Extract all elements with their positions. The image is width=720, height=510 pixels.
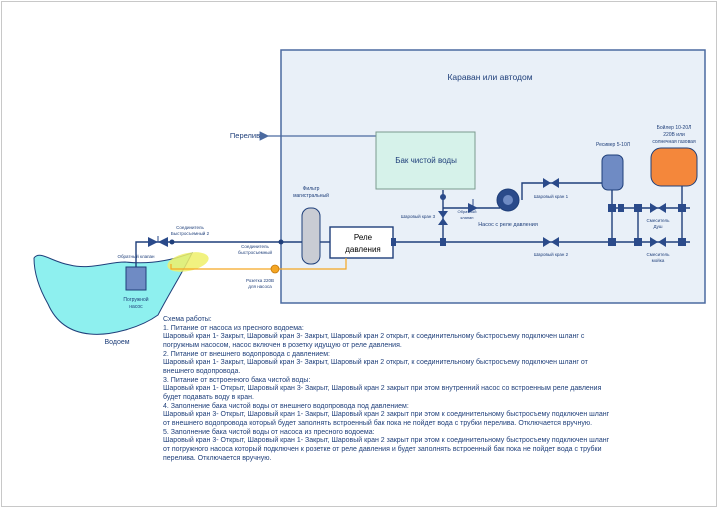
note-line: внешнего водопровода. [163,367,241,375]
note-line: Шаровый кран 1- Закрыт, Шаровый кран 3- … [163,359,588,367]
quick-connect-mid [278,239,284,245]
note-line: Шаровый кран 3- Открыт, Шаровый кран 1- … [163,437,610,445]
note-line: Шаровый кран 1- Открыт, Шаровый кран 3- … [163,385,602,393]
valve3-icon [438,194,448,225]
relay-label-2: давления [345,245,381,254]
quick-connect-top-label-2: Быстросъемный 2 [171,230,210,236]
note-line: Шаровый кран 1- Закрыт, Шаровый кран 3- … [163,333,585,341]
note-line: 2. Питание от внешнего водопровода с дав… [163,350,330,358]
pipe-inlet [135,241,281,267]
fitting-nodes [391,204,686,246]
boiler-tank [650,147,698,187]
note-line: Шаровый кран 3- Открыт, Шаровый кран 1- … [163,411,610,419]
inlet-highlight [167,252,209,272]
pipe-pump-out [521,182,613,242]
note-line: 5. Заполнение бака чистой воды от насоса… [163,428,375,436]
pressure-relay [329,226,394,259]
mixer-shower-label-2: Душ [653,224,662,229]
mixer-shower-icon [650,203,666,213]
mixer-sink-label-1: Смеситель [647,252,671,257]
boiler-label-2: 220В или [663,132,685,138]
operating-notes: Схема работы: 1. Питание от насоса из пр… [163,316,708,463]
valve2-icon [543,237,559,247]
internal-pump-core [503,195,513,205]
check-valve-icon [148,236,168,247]
submersible-pump-label-2: насос [129,304,143,310]
quick-connect-mid-label-2: быстросъемный [238,249,273,255]
socket-icon [270,264,280,274]
note-line: будет подавать воду в кран. [163,393,254,401]
valve2-label: Шаровый кран 2 [534,251,569,257]
clean-water-tank-label: Бак чистой воды [395,156,457,165]
socket-label-1: Розетка 220В [246,278,274,283]
note-line: 3. Питание от встроенного бака чистой во… [163,376,311,384]
mixer-shower-label-1: Смеситель [647,218,671,223]
mixer-sink-label-2: мойка [652,257,665,263]
quick-connect-mid-label-1: Соединитель [241,244,269,249]
house-boundary [280,49,706,304]
internal-pump-label: Насос с реле давления [478,222,538,228]
note-line: 4. Заполнение бака чистой воды от внешне… [163,402,409,410]
note-line: погружным насосом, насос включен в розет… [163,341,402,349]
boiler-label-1: Бойлер 10-20Л [657,124,692,131]
power-line-relay [275,258,347,270]
boiler-label-3: солнечная газовая [652,139,696,145]
quick-connect-top-label-1: Соединитель [176,225,204,230]
mains-filter [301,207,321,265]
note-line: Схема работы: [163,316,212,323]
note-line: 1. Питание от насоса из пресного водоема… [163,324,304,332]
submersible-pump [125,266,147,291]
reservoir-water [33,252,193,335]
submersible-pump-label-1: Погружной [123,296,148,303]
small-check-valve-label-2: клапан [461,215,474,220]
relay-label-1: Реле [354,233,373,242]
house-label: Караван или автодом [447,72,532,82]
note-line: от внешнего водопровода который будет за… [163,419,593,427]
power-line [170,264,275,270]
valve3-label: Шаровый кран 3 [401,213,436,219]
small-check-valve-label-1: Обратный [458,209,477,214]
note-line: перелива. Отключается вручную. [163,454,272,462]
small-check-valve-icon [468,199,478,213]
valve1-icon [543,178,559,188]
mixer-sink-icon [650,237,666,247]
overflow-label: Перелив [230,131,260,140]
receiver-label: Ресивер 5-10Л [596,142,630,148]
socket-label-2: для насоса [248,284,272,289]
clean-water-tank [375,131,476,190]
check-valve-label: Обратный клапан [117,253,155,259]
quick-connect-top [169,239,175,245]
valve1-label: Шаровый кран 1 [534,193,569,199]
receiver-tank [601,154,624,191]
filter-label-2: магистральный [293,192,329,199]
filter-label-1: Фильтр [303,186,320,192]
reservoir-label: Водоем [104,339,129,346]
note-line: от погружного насоса который подключен к… [163,445,602,453]
